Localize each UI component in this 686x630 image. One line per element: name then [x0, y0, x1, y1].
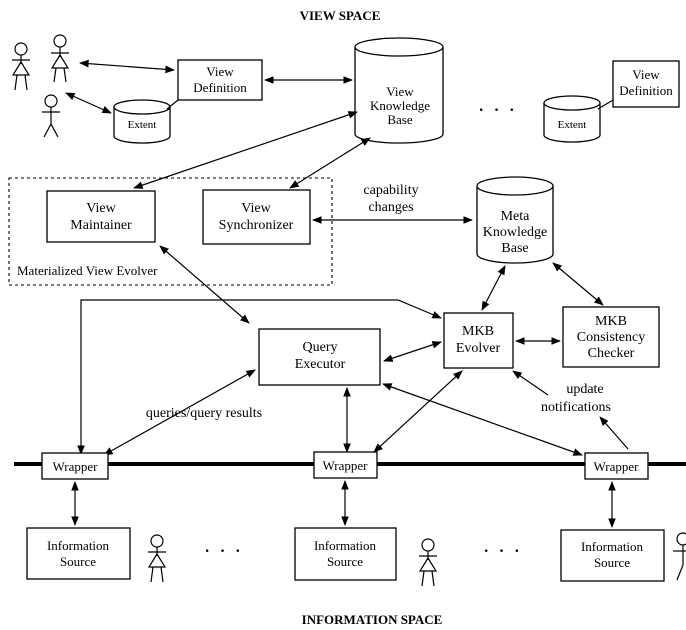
info-space-ellipsis-1: · · · [204, 543, 243, 560]
capability-changes-line-2: changes [368, 200, 413, 215]
view-space-ellipsis: · · · [478, 102, 517, 119]
mkb-checker-line-2: Consistency [577, 330, 645, 345]
meta-knowledge-base-database: Meta Knowledge Base [476, 176, 554, 264]
query-executor-line-1: Query [303, 340, 338, 355]
arrow-view-kb-to-maintainer [133, 111, 358, 189]
mkb-checker-line-1: MKB [595, 314, 627, 329]
arrow-view-kb-to-synchronizer [289, 137, 371, 189]
wrapper-2-label: Wrapper [323, 458, 369, 473]
extent-1-label: Extent [128, 119, 157, 131]
view-synchronizer-line-2: Synchronizer [219, 218, 294, 233]
view-synchronizer-box: View Synchronizer [202, 189, 311, 245]
view-maintainer-line-1: View [86, 201, 116, 216]
arrow-wrapper1-to-query-executor [103, 369, 256, 456]
mkb-evolver-line-1: MKB [462, 324, 494, 339]
arrow-user-to-extent [65, 92, 112, 114]
information-source-box-1: Information Source [26, 527, 131, 580]
arrow-mkb-evolver-to-wrapper2 [373, 370, 463, 453]
view-space-title: VIEW SPACE [300, 8, 381, 23]
information-source-box-2: Information Source [294, 527, 397, 581]
update-notifications-line-1: update [566, 382, 603, 397]
mkb-evolver-line-2: Evolver [456, 341, 501, 356]
view-knowledge-base-database: View Knowledge Base [354, 37, 444, 144]
query-executor-box: Query Executor [258, 328, 381, 386]
info-source-1-line-2: Source [60, 554, 96, 569]
user-figure-female-2 [50, 34, 70, 83]
view-definition-1-line-1: View [206, 64, 234, 79]
view-definition-1-line-2: Definition [193, 80, 247, 95]
view-definition-box-2: View Definition [612, 60, 680, 108]
extent-2-label: Extent [558, 119, 587, 131]
info-space-ellipsis-2: · · · [483, 543, 522, 560]
arrow-meta-kb-to-mkb-evolver [481, 265, 506, 311]
information-space-title: INFORMATION SPACE [302, 612, 443, 627]
user-figure-female-1 [11, 42, 31, 91]
user-figure-female-bottom-2 [418, 538, 438, 587]
view-kb-line-2: Knowledge [370, 98, 430, 113]
wrapper-3-label: Wrapper [594, 459, 640, 474]
wrapper-box-2: Wrapper [313, 451, 378, 479]
arrow-view-definition-to-extent [166, 99, 179, 110]
extent-database-1: Extent [113, 99, 171, 144]
view-definition-2-line-1: View [632, 67, 660, 82]
mkb-consistency-checker-box: MKB Consistency Checker [562, 306, 660, 368]
materialized-view-evolver-region [8, 177, 333, 286]
query-executor-line-2: Executor [295, 357, 346, 372]
wrapper-1-label: Wrapper [53, 459, 99, 474]
update-notifications-line-2: notifications [541, 400, 611, 415]
info-source-3-line-1: Information [581, 539, 644, 554]
materialized-view-evolver-label: Materialized View Evolver [17, 263, 158, 278]
arrow-maintainer-to-query-executor [159, 245, 250, 324]
view-kb-line-1: View [386, 84, 414, 99]
mkb-checker-line-3: Checker [588, 346, 635, 361]
path-wrapper1-to-mkb-evolver [77, 299, 442, 455]
view-maintainer-line-2: Maintainer [70, 218, 132, 233]
wrapper-box-3: Wrapper [584, 452, 649, 480]
arrow-mkb-evolver-to-query-executor [383, 341, 442, 362]
user-figure-female-bottom-1 [147, 534, 167, 583]
arrow-query-executor-to-wrapper3 [382, 383, 583, 456]
wrapper-box-1: Wrapper [41, 452, 109, 480]
capability-changes-line-1: capability [363, 183, 418, 198]
meta-kb-line-2: Knowledge [483, 225, 548, 240]
view-definition-box-1: View Definition [177, 59, 263, 101]
view-definition-2-line-2: Definition [619, 83, 673, 98]
info-source-1-line-1: Information [47, 538, 110, 553]
user-figure-partial-right [673, 532, 686, 581]
user-figure-male [42, 94, 60, 138]
info-source-2-line-2: Source [327, 554, 363, 569]
view-kb-line-3: Base [387, 112, 413, 127]
queries-results-label: queries/query results [146, 406, 262, 421]
info-source-2-line-1: Information [314, 538, 377, 553]
arrow-users-to-view-definition [79, 59, 175, 74]
information-source-box-3: Information Source [560, 529, 665, 582]
info-source-3-line-2: Source [594, 555, 630, 570]
meta-kb-line-1: Meta [501, 209, 531, 224]
mkb-evolver-box: MKB Evolver [443, 312, 514, 369]
arrow-view-definition2-to-extent2 [597, 99, 614, 110]
arrow-notifications-to-mkb-evolver [512, 370, 549, 396]
view-synchronizer-line-1: View [241, 201, 271, 216]
view-maintainer-box: View Maintainer [46, 190, 156, 243]
arrow-meta-kb-to-checker [552, 262, 604, 306]
extent-database-2: Extent [543, 95, 601, 143]
meta-kb-line-3: Base [501, 241, 528, 256]
arrow-notifications-to-wrapper3 [599, 416, 629, 450]
